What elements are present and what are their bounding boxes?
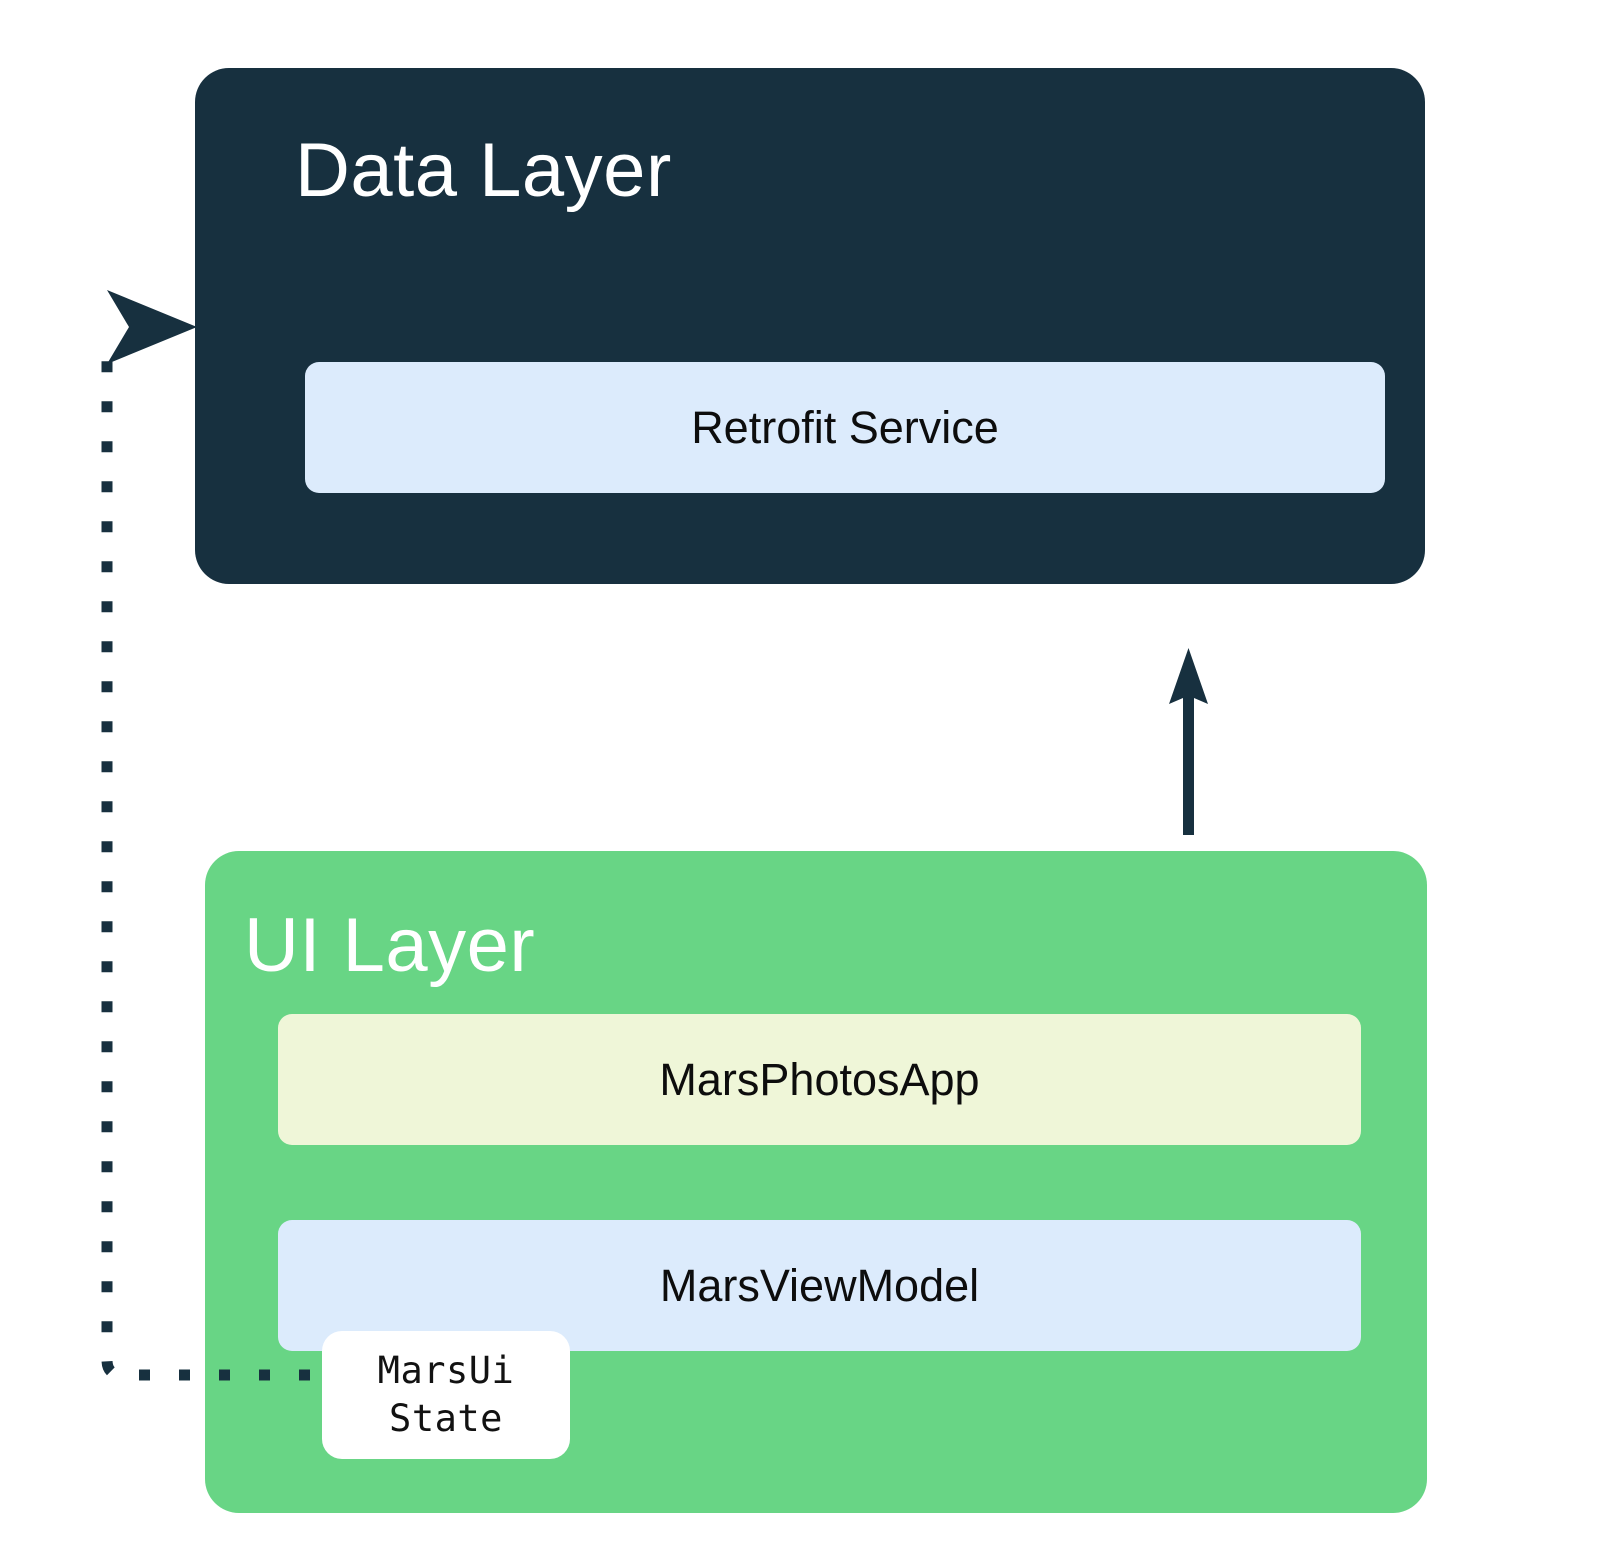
data-layer-title: Data Layer (295, 128, 672, 213)
retrofit-service-box[interactable]: Retrofit Service (305, 362, 1385, 493)
data-layer-container: Data Layer Retrofit Service (195, 68, 1425, 584)
retrofit-service-label: Retrofit Service (691, 402, 999, 453)
mars-ui-state-callout[interactable]: MarsUi State (322, 1331, 570, 1459)
mars-photos-app-label: MarsPhotosApp (659, 1054, 980, 1105)
mars-ui-state-label-line2: State (389, 1397, 503, 1440)
ui-layer-title: UI Layer (244, 903, 536, 988)
mars-photos-app-box[interactable]: MarsPhotosApp (278, 1014, 1361, 1145)
mars-view-model-label: MarsViewModel (659, 1260, 980, 1311)
ui-to-data-solid-arrow-icon (1169, 648, 1208, 835)
mars-ui-state-label-line1: MarsUi (377, 1348, 515, 1392)
mars-view-model-box[interactable]: MarsViewModel (278, 1220, 1361, 1351)
data-to-uistate-dotted-arrow-icon (101, 290, 350, 1381)
